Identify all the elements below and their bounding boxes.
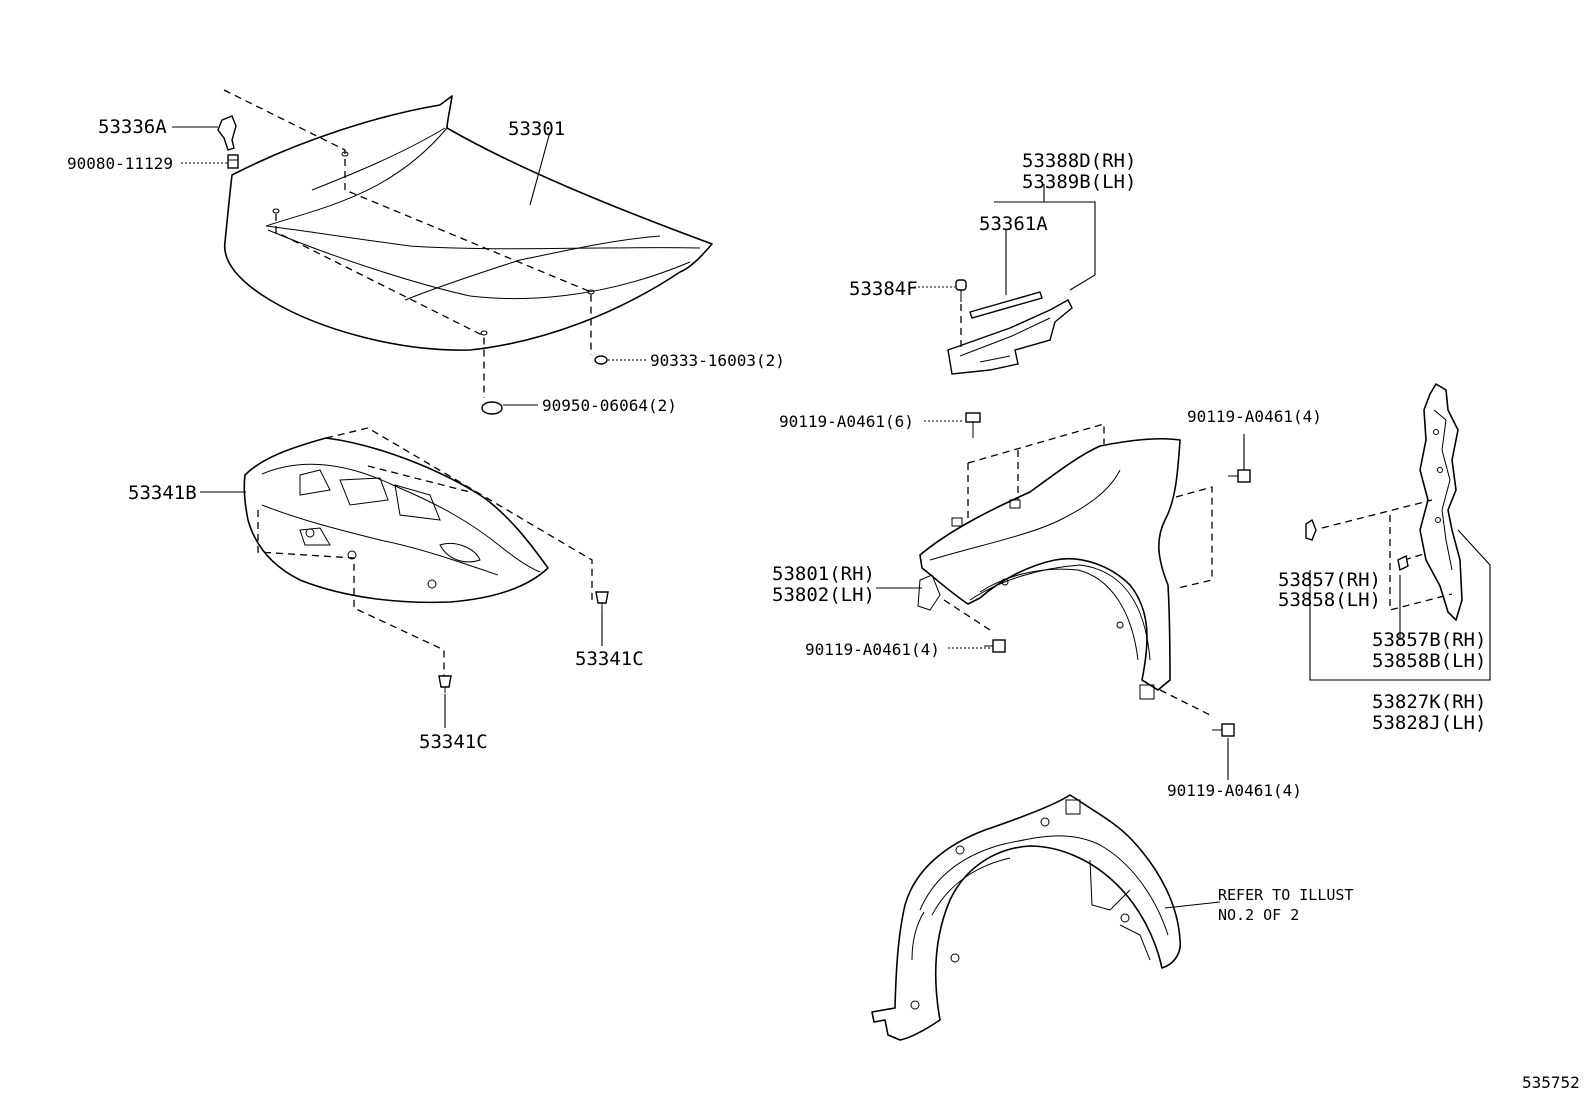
seal-retainer-part bbox=[969, 291, 1043, 319]
label-insulator-clip-bottom: 53341C bbox=[419, 731, 488, 753]
insulator-clip-bottom-part bbox=[438, 675, 452, 693]
fender-bolt-front-part bbox=[984, 639, 1006, 653]
seal-part bbox=[947, 299, 1073, 375]
label-hood-hinge: 53336A bbox=[98, 116, 167, 138]
label-seal-clip: 53384F bbox=[849, 278, 918, 300]
fender-bolt-right-part bbox=[1228, 469, 1251, 483]
label-fender-rh: 53801(RH) bbox=[772, 563, 875, 585]
label-hood-plug: 90950-06064(2) bbox=[542, 396, 677, 415]
label-insulator-clip-right: 53341C bbox=[575, 648, 644, 670]
label-fender-bolt-bottom: 90119-A0461(4) bbox=[1167, 781, 1302, 800]
label-hood: 53301 bbox=[508, 118, 565, 140]
label-fender-bolt-top: 90119-A0461(6) bbox=[779, 412, 914, 431]
insulator-clip-right-part bbox=[595, 591, 609, 610]
pad-b-part bbox=[1397, 554, 1409, 572]
hood-cushion-part bbox=[594, 355, 608, 365]
label-pad-b-rh: 53857B(RH) bbox=[1372, 629, 1486, 651]
labels: 53336A 90080-11129 53301 90333-16003(2) … bbox=[67, 116, 1580, 1092]
hood-hinge-part bbox=[217, 115, 237, 151]
fender-bolt-bottom-part bbox=[1212, 723, 1235, 737]
fender-bolt-top-part bbox=[965, 412, 981, 438]
label-bracket-rh: 53827K(RH) bbox=[1372, 691, 1486, 713]
pad-part bbox=[1305, 518, 1317, 541]
label-pad-b-lh: 53858B(LH) bbox=[1372, 650, 1486, 672]
hood-insulator-part bbox=[243, 437, 549, 604]
label-seal-lh: 53389B(LH) bbox=[1022, 171, 1136, 193]
label-hood-insulator: 53341B bbox=[128, 482, 197, 504]
seal-clip-part bbox=[955, 279, 967, 302]
hinge-bolt-part bbox=[227, 154, 239, 169]
label-fender-bolt-front: 90119-A0461(4) bbox=[805, 640, 940, 659]
label-hinge-bolt: 90080-11129 bbox=[67, 154, 173, 173]
fender-liner-part bbox=[871, 794, 1182, 1041]
fender-part bbox=[917, 438, 1181, 700]
hood-plug-part bbox=[481, 401, 503, 415]
label-pad-lh: 53858(LH) bbox=[1278, 589, 1381, 611]
fender-bracket-part bbox=[1419, 383, 1463, 621]
label-fender-lh: 53802(LH) bbox=[772, 584, 875, 606]
label-seal-rh: 53388D(RH) bbox=[1022, 150, 1136, 172]
label-hood-cushion: 90333-16003(2) bbox=[650, 351, 785, 370]
note-refer-line1: REFER TO ILLUST bbox=[1218, 886, 1353, 904]
note-refer-line2: NO.2 OF 2 bbox=[1218, 906, 1299, 924]
label-pad-rh: 53857(RH) bbox=[1278, 569, 1381, 591]
label-seal-retainer: 53361A bbox=[979, 213, 1048, 235]
hood-panel bbox=[223, 95, 713, 351]
illustration-id: 535752 bbox=[1522, 1073, 1580, 1092]
label-bracket-lh: 53828J(LH) bbox=[1372, 712, 1486, 734]
label-fender-bolt-right: 90119-A0461(4) bbox=[1187, 407, 1322, 426]
